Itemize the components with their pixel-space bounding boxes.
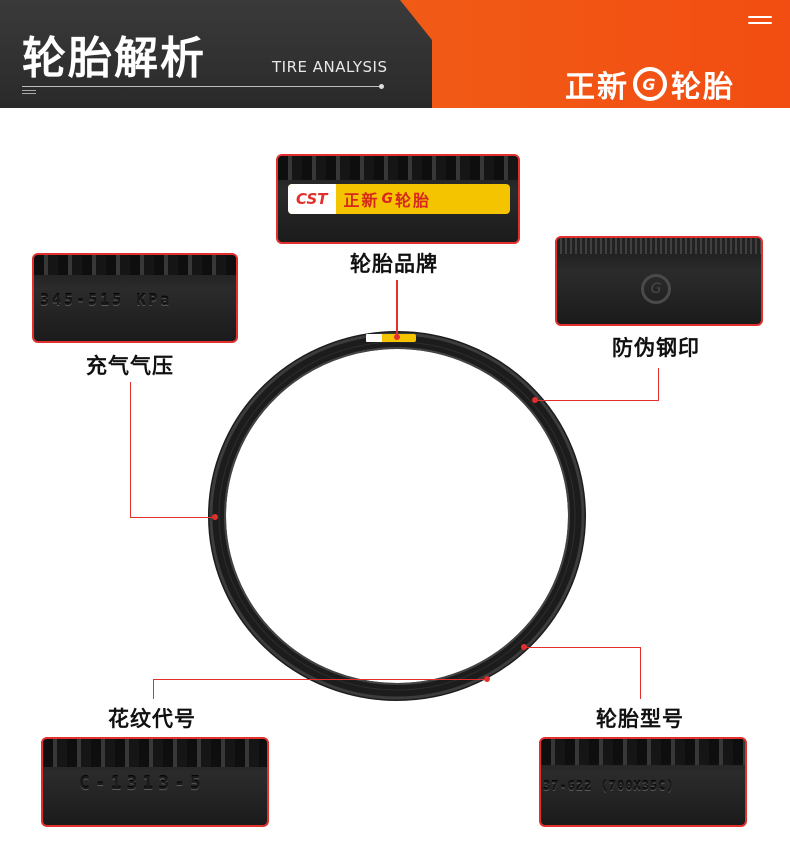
connector-pressure-v [130, 382, 131, 518]
connector-model-h [525, 647, 641, 648]
cst-logo-icon: G [633, 67, 667, 101]
page-subtitle: TIRE ANALYSIS [272, 58, 388, 76]
connector-pressure-h [130, 517, 216, 518]
connector-model-v [640, 647, 641, 699]
brand-logo: 正新 G 轮胎 [565, 62, 735, 106]
pattern-text: C-1313-5 [79, 773, 206, 794]
pressure-photo: 345-515 KPa [32, 253, 238, 343]
brand-badge: CST 正新 G 轮胎 [288, 184, 510, 214]
connector-anti-fake-v [658, 368, 659, 401]
connector-pattern-h [153, 679, 487, 680]
connector-anti-fake-h [536, 400, 659, 401]
divider [22, 86, 382, 87]
steel-stamp-logo-icon: G [641, 274, 671, 304]
label-model: 轮胎型号 [596, 707, 684, 731]
pressure-text: 345-515 KPa [40, 291, 173, 309]
label-pattern: 花纹代号 [108, 707, 196, 731]
pattern-photo: C-1313-5 [41, 737, 269, 827]
marker-pressure [212, 514, 218, 520]
decorative-lines [22, 90, 36, 96]
brand-photo: CST 正新 G 轮胎 [276, 154, 520, 244]
marker-model [521, 644, 527, 650]
model-photo: 37-622 (700X35C) [539, 737, 747, 827]
badge-cn2: 轮胎 [395, 191, 432, 210]
marker-pattern [484, 676, 490, 682]
connector-brand [396, 280, 398, 336]
label-pressure: 充气气压 [86, 354, 174, 378]
anti-fake-photo: G [555, 236, 763, 326]
badge-cst: CST [288, 184, 336, 214]
page-title: 轮胎解析 [22, 33, 206, 84]
menu-icon[interactable] [748, 16, 772, 28]
label-brand: 轮胎品牌 [350, 252, 438, 276]
marker-brand [394, 334, 400, 340]
model-text: 37-622 (700X35C) [543, 779, 675, 793]
brand-name-right: 轮胎 [671, 70, 735, 105]
header-banner: 轮胎解析 TIRE ANALYSIS 正新 G 轮胎 [0, 0, 790, 108]
connector-pattern-v [153, 679, 154, 699]
brand-name-left: 正新 [565, 70, 629, 105]
header-orange-panel [400, 0, 790, 108]
marker-anti-fake [532, 397, 538, 403]
label-anti-fake: 防伪钢印 [612, 336, 700, 360]
badge-logo-icon: G [381, 191, 394, 207]
badge-cn: 正新 [343, 191, 380, 210]
divider-dot [379, 84, 384, 89]
